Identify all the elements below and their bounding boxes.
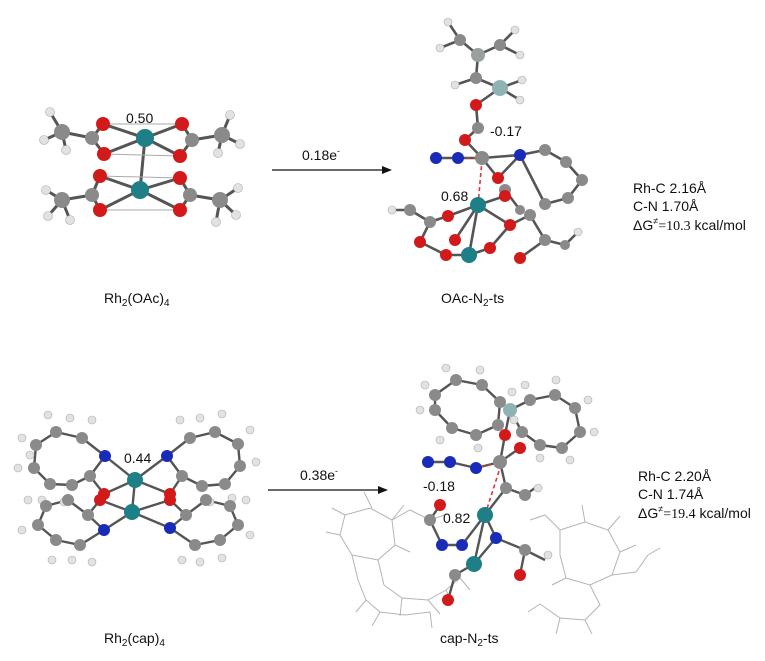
cap-n2-ts-label: cap-N2-ts — [440, 630, 499, 649]
carbene-charge-cap-ts: -0.18 — [423, 478, 455, 494]
rh-charge-cap-ts: 0.82 — [443, 510, 471, 526]
rh-charge-oac-ts: 0.68 — [441, 188, 469, 204]
electron-transfer-label-2: 0.38e- — [300, 466, 339, 483]
carbene-charge-oac-ts: -0.17 — [490, 123, 522, 139]
electron-transfer-label-1: 0.18e- — [302, 146, 341, 163]
c-n-distance-1: C-N 1.70Å — [633, 198, 699, 214]
free-energy-barrier-2: ΔG≠=19.4 kcal/mol — [638, 504, 751, 522]
rh-rh-charge-cap: 0.44 — [124, 450, 152, 466]
oac-n2-ts-label: OAc-N2-ts — [441, 290, 505, 309]
free-energy-barrier-1: ΔG≠=10.3 kcal/mol — [633, 216, 746, 234]
rh2-oac4-label: Rh2(OAc)4 — [104, 290, 170, 309]
c-n-distance-2: C-N 1.74Å — [638, 486, 704, 502]
rh-rh-charge-oac: 0.50 — [126, 110, 154, 126]
rh2-cap4-label: Rh2(cap)4 — [104, 630, 165, 649]
rh-c-distance-2: Rh-C 2.20Å — [638, 468, 712, 484]
rh-c-distance-1: Rh-C 2.16Å — [633, 180, 707, 196]
